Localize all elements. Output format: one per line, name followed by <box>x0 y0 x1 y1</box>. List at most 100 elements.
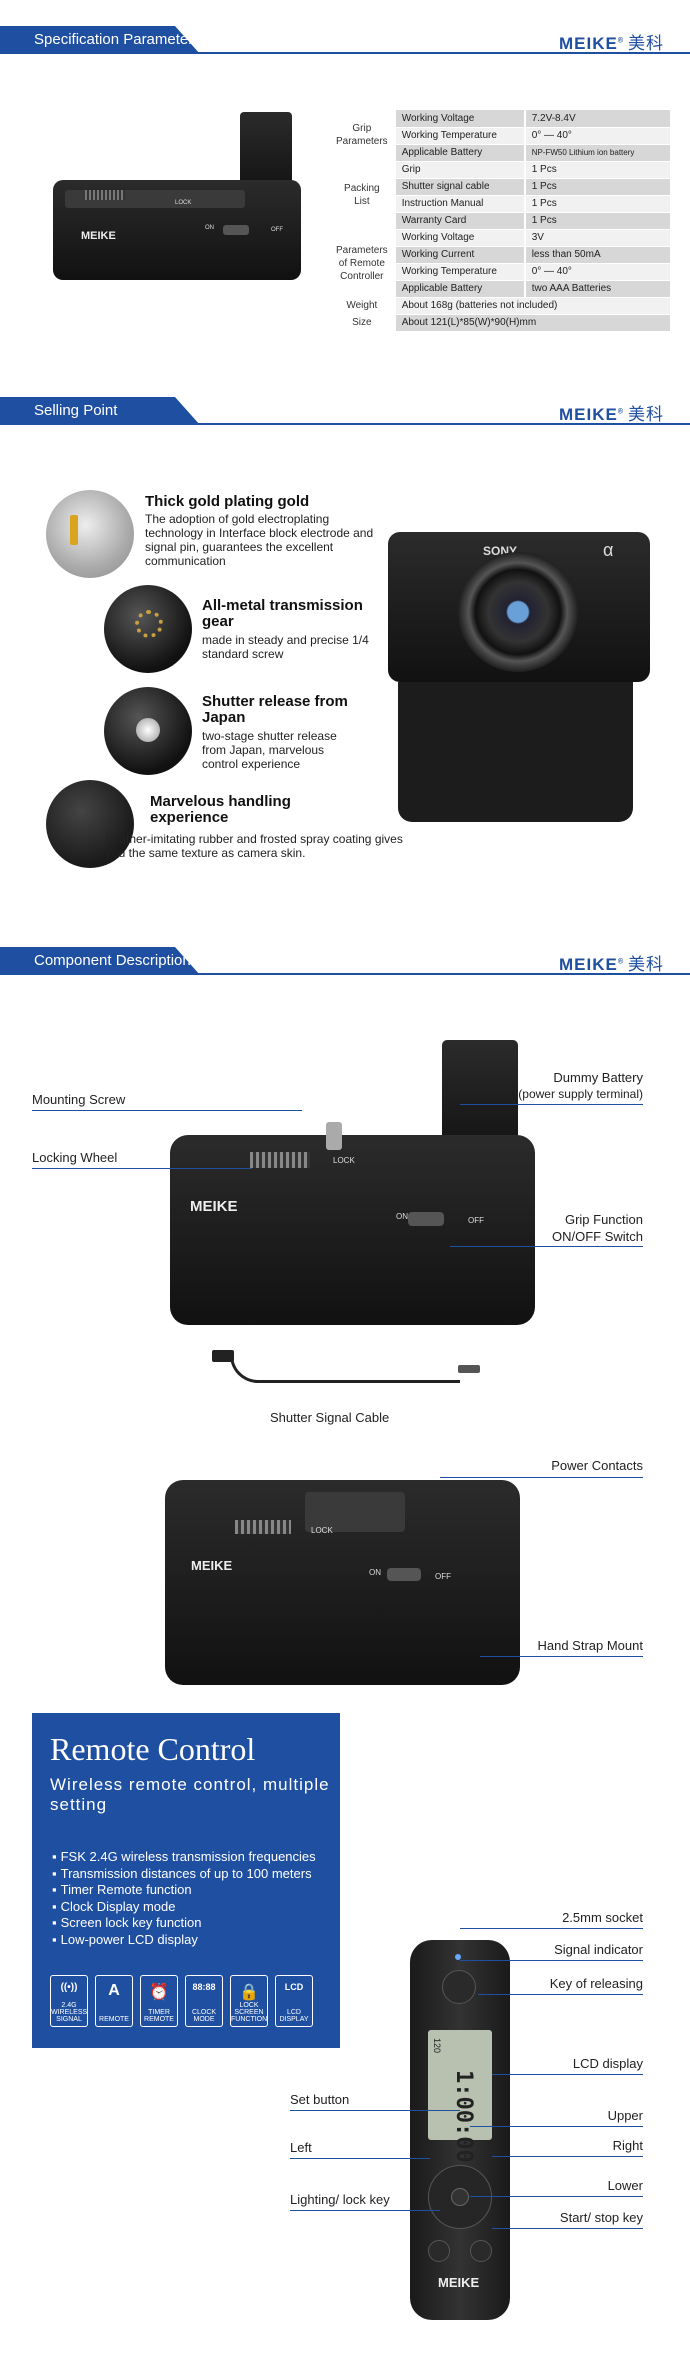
shutter-cable-image <box>212 1345 492 1395</box>
feature-desc: Leather-imitating rubber and frosted spr… <box>106 832 403 860</box>
camera-with-grip-image: SONY α <box>383 532 663 832</box>
spec-value: 0° — 40° <box>524 127 670 145</box>
list-item: FSK 2.4G wireless transmission frequenci… <box>52 1849 316 1866</box>
spec-key: Working Temperature <box>394 127 526 145</box>
list-item: Timer Remote function <box>52 1882 316 1899</box>
leader-line <box>290 2210 440 2211</box>
spec-key: Shutter signal cable <box>394 178 526 196</box>
remote-subtitle: Wireless remote control, multiple settin… <box>50 1775 330 1814</box>
label-locking-wheel: Locking Wheel <box>32 1150 118 1165</box>
brand-logo: MEIKE®美科 <box>558 34 664 53</box>
feature-desc: two-stage shutter release from Japan, ma… <box>202 729 337 771</box>
label-grip-switch-sub: ON/OFF Switch <box>551 1229 643 1244</box>
leader-line <box>470 2126 643 2127</box>
spec-value: 0° — 40° <box>524 263 670 281</box>
brand-logo: MEIKE®美科 <box>558 955 664 974</box>
spec-value: 3V <box>524 229 670 247</box>
label-power-contacts: Power Contacts <box>551 1458 643 1473</box>
leader-line <box>32 1110 302 1111</box>
header-line <box>0 973 690 975</box>
leader-line <box>480 1656 643 1657</box>
label-hand-strap: Hand Strap Mount <box>537 1638 643 1653</box>
spec-value: 1 Pcs <box>524 161 670 179</box>
spec-value: 7.2V-8.4V <box>524 110 670 128</box>
leader-line <box>460 1928 643 1929</box>
spec-value: About 121(L)*85(W)*90(H)mm <box>394 314 670 332</box>
start-stop-key[interactable] <box>470 2240 492 2262</box>
label-mounting-screw: Mounting Screw <box>32 1092 126 1107</box>
label-lcd: LCD display <box>572 2056 643 2071</box>
leader-line <box>460 1960 643 1961</box>
group-remote: Parameters of Remote Controller <box>330 229 396 298</box>
spec-value: 1 Pcs <box>524 195 670 213</box>
spec-key: Instruction Manual <box>394 195 526 213</box>
set-button[interactable] <box>451 2188 469 2206</box>
leader-line <box>450 1246 643 1247</box>
feature-title: Shutter release from Japan <box>202 693 348 726</box>
spec-key: Working Current <box>394 246 526 264</box>
signal-led-icon <box>455 1954 461 1960</box>
label-grip-switch: Grip Function <box>564 1212 643 1227</box>
label-release: Key of releasing <box>549 1976 643 1991</box>
leader-line <box>492 2156 643 2157</box>
component-section-title: Component Description <box>0 947 200 975</box>
lock-icon: 🔒LOCK SCREEN FUNCTION <box>230 1975 268 2027</box>
shutter-icon <box>136 718 160 742</box>
selling-section-header: Selling Point MEIKE®美科 <box>0 397 690 427</box>
spec-key: Applicable Battery <box>394 280 526 298</box>
direction-pad[interactable] <box>428 2165 492 2229</box>
lcd-screen: 1:00:00 120 <box>428 2030 492 2163</box>
remote-device-image: 1:00:00 120 MEIKE <box>410 1940 510 2320</box>
remote-logo: MEIKE <box>438 2275 480 2290</box>
header-line <box>0 52 690 54</box>
gold-pin-image <box>46 490 134 578</box>
leader-line <box>478 1994 643 1995</box>
label-dummy-battery: Dummy Battery <box>553 1070 643 1085</box>
label-signal: Signal indicator <box>554 1942 643 1957</box>
label-lighting: Lighting/ lock key <box>290 2192 390 2207</box>
spec-value: NP-FW50 Lithium ion battery <box>524 144 670 162</box>
battery-grip-image: LOCK MEIKE ON OFF <box>45 112 305 287</box>
label-socket: 2.5mm socket <box>562 1910 643 1925</box>
leader-line <box>440 1477 643 1478</box>
spec-value: less than 50mA <box>524 246 670 264</box>
leader-line <box>492 2074 643 2075</box>
list-item: Screen lock key function <box>52 1915 316 1932</box>
lighting-lock-key[interactable] <box>428 2240 450 2262</box>
label-right: Right <box>612 2138 643 2153</box>
grip-front-image: LOCK MEIKE ON OFF <box>170 1040 540 1330</box>
label-set: Set button <box>290 2092 350 2107</box>
label-dummy-battery-sub: (power supply terminal) <box>518 1087 643 1101</box>
spec-value: two AAA Batteries <box>524 280 670 298</box>
leader-line <box>290 2158 430 2159</box>
feature-title: All-metal transmission gear <box>202 597 363 630</box>
feature-title: Marvelous handling experience <box>150 793 291 826</box>
list-item: Transmission distances of up to 100 mete… <box>52 1866 316 1883</box>
group-weight: Weight <box>330 297 396 315</box>
feature-title: Thick gold plating gold <box>145 493 310 510</box>
leader-line <box>460 1104 643 1105</box>
release-key[interactable] <box>442 1970 476 2004</box>
timer-icon: ⏰TIMER REMOTE <box>140 1975 178 2027</box>
grip-top-image: LOCK MEIKE ON OFF <box>165 1480 525 1690</box>
label-left: Left <box>290 2140 312 2155</box>
gear-icon <box>135 610 163 638</box>
spec-key: Working Voltage <box>394 229 526 247</box>
label-lower: Lower <box>607 2178 643 2193</box>
spec-key: Working Voltage <box>394 110 526 128</box>
spec-value: 1 Pcs <box>524 212 670 230</box>
brand-logo: MEIKE®美科 <box>558 405 664 424</box>
remote-title: Remote Control <box>50 1731 256 1767</box>
selling-section-title: Selling Point <box>0 397 200 425</box>
label-shutter-cable: Shutter Signal Cable <box>270 1410 390 1425</box>
spec-key: Working Temperature <box>394 263 526 281</box>
gold-pin-icon <box>70 515 78 545</box>
spec-value: 1 Pcs <box>524 178 670 196</box>
remote-feature-list: FSK 2.4G wireless transmission frequenci… <box>52 1849 316 1948</box>
spec-section-title: Specification Parameter <box>0 26 200 54</box>
list-item: Low-power LCD display <box>52 1932 316 1949</box>
